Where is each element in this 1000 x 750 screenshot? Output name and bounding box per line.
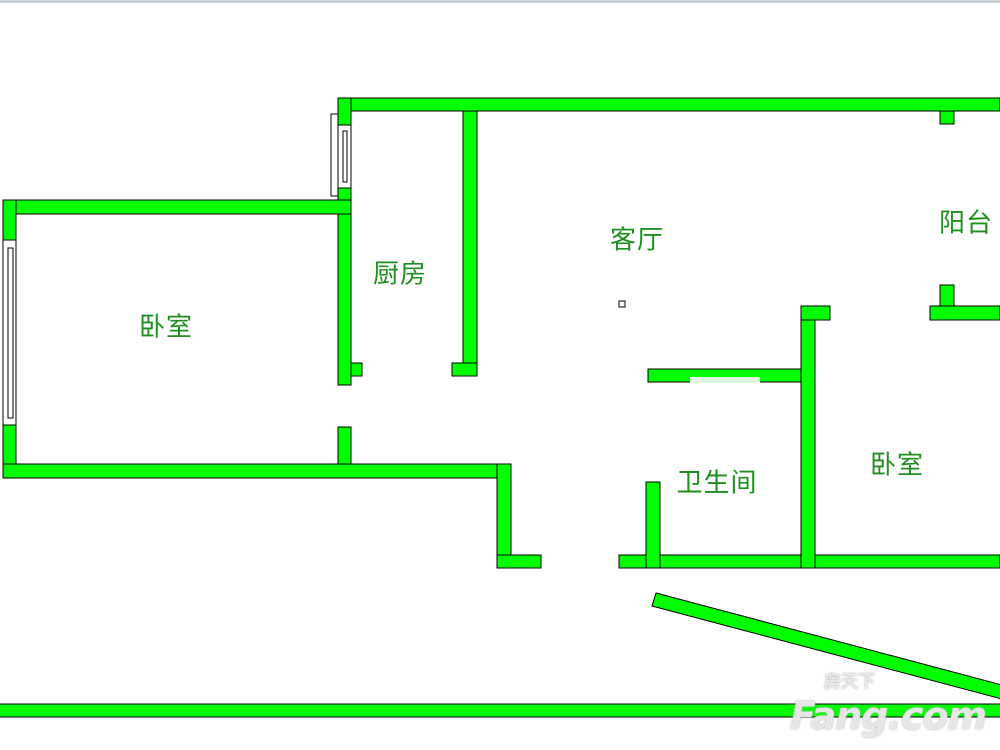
marker [618,300,626,308]
top-border [0,0,1000,3]
wall [496,463,512,569]
wall [2,463,512,479]
wall [2,199,17,241]
watermark-cn: 房天下 [824,672,875,692]
wall [645,481,661,569]
wall [2,199,352,215]
door-mark [690,377,760,383]
room-label-bedroom: 卧室 [869,450,925,481]
wall [800,305,831,321]
wall [451,362,478,377]
window [342,130,348,183]
room-label-kitchen: 厨房 [372,259,428,290]
wall [939,110,955,125]
wall [0,703,1000,718]
room-label-balcony: 阳台 [938,208,994,239]
wall [337,97,352,126]
wall [337,97,1000,112]
window [7,247,14,419]
wall [337,187,352,386]
room-label-bedroom: 卧室 [138,312,194,343]
room-label-bathroom: 卫生间 [676,468,758,499]
room-label-living-room: 客厅 [609,225,665,256]
watermark-logo: 房天下 Fang.com [790,672,995,750]
wall [350,362,363,377]
watermark-en: Fang.com [790,694,987,738]
wall [929,305,1000,321]
wall [496,554,542,569]
wall-diagonal [651,592,1000,699]
wall [800,305,816,569]
window [330,113,339,197]
wall [462,110,478,377]
